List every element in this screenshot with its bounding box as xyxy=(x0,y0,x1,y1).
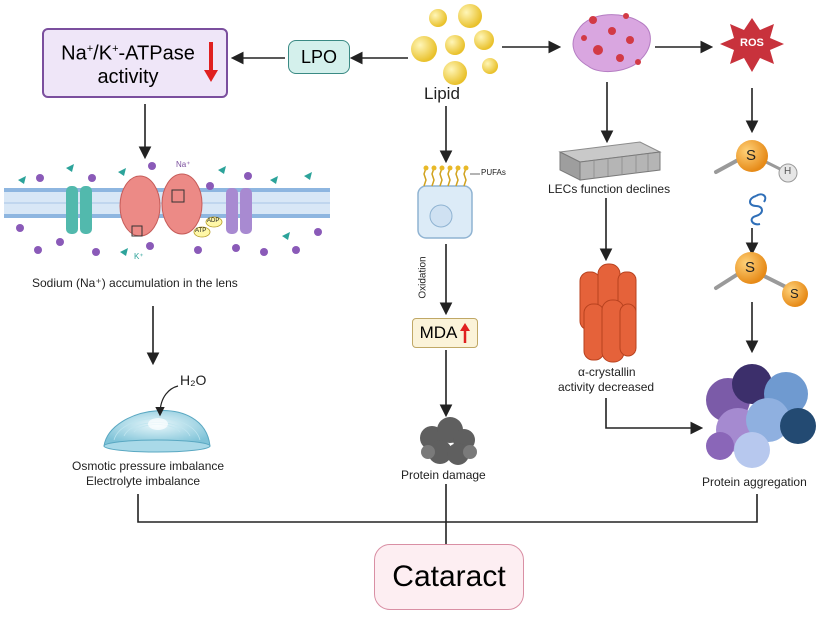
cataract-box: Cataract xyxy=(374,544,524,610)
sulfur-label-1: S xyxy=(746,147,757,164)
cell-membrane-icon xyxy=(4,173,330,237)
atp-label: ATP xyxy=(195,228,207,234)
disulfide-molecule-icon xyxy=(714,252,808,307)
thiol-molecule-icon xyxy=(714,140,798,183)
protein-aggregate-icon xyxy=(706,364,816,468)
k-ion-label: K⁺ xyxy=(134,252,144,261)
atp-bubble xyxy=(193,226,211,238)
h2o-label: H₂O xyxy=(180,372,207,388)
cataract-connector-lines xyxy=(137,484,758,546)
electrolyte-imbalance-label: Electrolyte imbalance xyxy=(86,474,201,488)
lec-layer-icon xyxy=(558,141,662,181)
pufas-label: PUFAs xyxy=(481,168,506,177)
atpase-title: Na+/K+-ATPase xyxy=(61,42,195,65)
atpase-subtitle: activity xyxy=(97,66,159,89)
lecs-decline-label: LECs function declines xyxy=(548,182,671,196)
sodium-accumulation-label: Sodium (Na⁺) accumulation in the lens xyxy=(32,276,238,290)
hydrogen-label: H xyxy=(784,166,792,177)
lpo-box: LPO xyxy=(288,40,350,74)
adp-bubble xyxy=(205,216,223,228)
decrease-arrow-icon xyxy=(204,42,218,82)
osmotic-imbalance-label: Osmotic pressure imbalance xyxy=(72,459,225,473)
oxidation-label: Oxidation xyxy=(417,256,429,299)
ion-particles-icon xyxy=(16,162,322,256)
protein-aggregation-label: Protein aggregation xyxy=(702,475,807,489)
mda-box: MDA xyxy=(412,318,478,348)
na-ion-label: Na⁺ xyxy=(176,160,191,169)
pufa-cell-icon xyxy=(417,165,480,239)
adp-label: ADP xyxy=(207,218,220,224)
crystallin-label-line1: α-crystallin xyxy=(578,365,636,379)
crystallin-label-line2: activity decreased xyxy=(558,380,655,394)
increase-arrow-icon xyxy=(460,323,471,343)
lens-icon xyxy=(103,385,211,453)
squiggle-protein-icon xyxy=(749,193,767,226)
damaged-protein-icon xyxy=(420,417,477,465)
atpase-activity-box: Na+/K+-ATPase activity xyxy=(42,28,228,98)
protein-damage-label: Protein damage xyxy=(401,468,486,482)
alpha-crystallin-icon xyxy=(579,263,637,363)
ros-label: ROS xyxy=(740,37,764,49)
sulfur-label-2: S xyxy=(745,259,756,276)
arrow-crystallin-to-aggregate xyxy=(605,398,704,435)
lipid-label: Lipid xyxy=(424,84,460,103)
ros-burst-icon xyxy=(720,18,784,72)
sulfur-label-3: S xyxy=(790,286,799,301)
stressed-cell-icon xyxy=(572,13,651,72)
lipid-droplets-icon xyxy=(411,4,498,85)
